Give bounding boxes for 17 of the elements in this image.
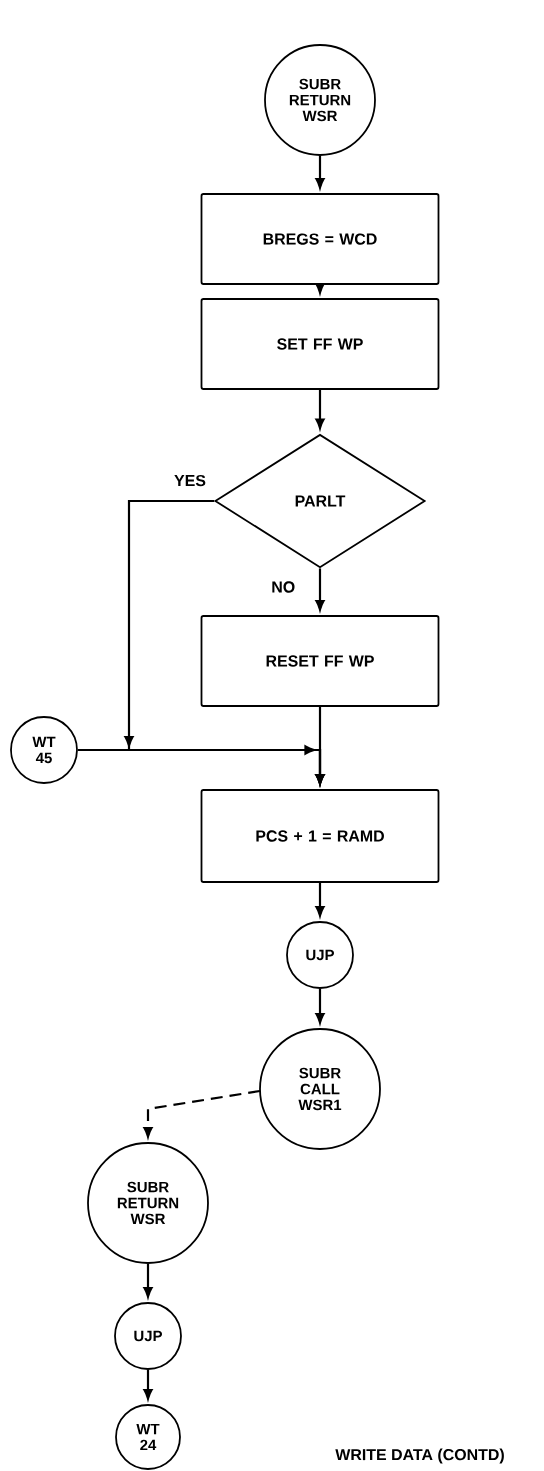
arrow (315, 389, 325, 430)
arrow (315, 282, 325, 294)
edge-label: NO (270, 580, 297, 594)
process-box: PCS + 1 = RAMD (200, 789, 440, 883)
process-box: BREGS = WCD (200, 193, 440, 285)
edge-label: YES (173, 473, 207, 488)
arrow (315, 988, 325, 1024)
arrow (315, 155, 325, 189)
caption: WRITE DATA (CONTD) (335, 1448, 504, 1464)
arrow (315, 568, 325, 611)
arrow (315, 882, 325, 917)
arrow (315, 706, 325, 785)
arrow (143, 1089, 261, 1138)
arrow (143, 1369, 153, 1400)
process-box: RESET FF WP (200, 615, 440, 707)
process-box: SET FF WP (200, 298, 440, 390)
arrow (143, 1263, 153, 1298)
